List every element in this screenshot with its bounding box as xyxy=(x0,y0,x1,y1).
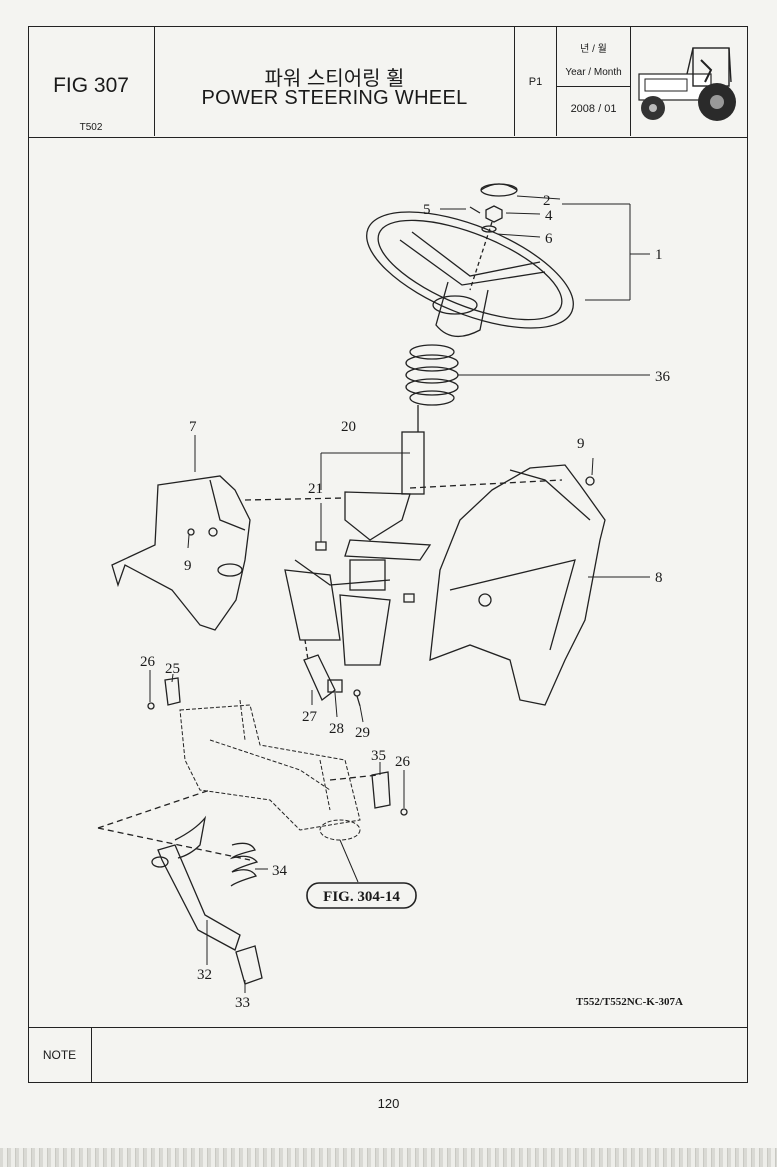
date-label-english: Year / Month xyxy=(565,67,622,78)
callout-35: 35 xyxy=(371,748,386,764)
page-code: P1 xyxy=(528,76,543,88)
callout-33: 33 xyxy=(235,995,250,1011)
page-code-cell: P1 xyxy=(515,26,557,136)
bolt xyxy=(400,808,408,816)
callout-21: 21 xyxy=(308,481,323,497)
title-english: POWER STEERING WHEEL xyxy=(201,87,468,109)
callout-9-right: 9 xyxy=(577,436,585,452)
callout-20: 20 xyxy=(341,419,356,435)
drawing-code: T552/T552NC-K-307A xyxy=(576,996,683,1008)
nut xyxy=(485,205,503,223)
exploded-parts-diagram: 1 2 4 5 6 36 7 20 9 21 9 8 26 25 27 28 2… xyxy=(97,183,671,1011)
small-plate xyxy=(164,677,181,706)
callout-34: 34 xyxy=(272,863,288,879)
steering-column xyxy=(284,405,432,666)
tractor-icon xyxy=(638,47,736,121)
title-cell: 파워 스티어링 휠 POWER STEERING WHEEL xyxy=(155,26,515,136)
callout-7: 7 xyxy=(189,419,197,435)
steering-boot xyxy=(405,344,459,406)
pedal-pad xyxy=(235,945,263,985)
small-plate xyxy=(371,771,391,809)
brake-pedal xyxy=(151,815,241,951)
return-spring xyxy=(229,842,259,887)
bolt xyxy=(585,476,595,486)
date-cell: 년 / 월 Year / Month 2008 / 01 xyxy=(557,26,631,136)
figure-number: FIG 307 xyxy=(53,74,129,97)
bolt xyxy=(147,702,155,710)
callout-2: 2 xyxy=(543,193,551,209)
callout-25: 25 xyxy=(165,661,180,677)
callout-29: 29 xyxy=(355,725,370,741)
center-cap xyxy=(480,183,518,197)
note-row: NOTE xyxy=(28,1027,748,1083)
tractor-thumbnail-cell xyxy=(631,26,748,136)
page-number: 120 xyxy=(377,1096,400,1111)
steering-wheel xyxy=(366,211,574,337)
callout-26-right: 26 xyxy=(395,754,411,770)
callout-28: 28 xyxy=(329,721,344,737)
right-column-cover xyxy=(429,464,606,706)
date-value: 2008 / 01 xyxy=(570,103,617,115)
callout-4: 4 xyxy=(545,208,553,224)
callout-8: 8 xyxy=(655,570,663,586)
title-block: FIG 307 T502 파워 스티어링 휠 POWER STEERING WH… xyxy=(28,26,748,138)
note-label: NOTE xyxy=(28,1028,92,1082)
model-code: T502 xyxy=(79,122,103,133)
callout-5: 5 xyxy=(423,202,431,218)
bracket-plate xyxy=(303,654,361,707)
pedal-bracket-assembly xyxy=(179,699,361,841)
figure-reference-label: FIG. 304-14 xyxy=(323,889,400,905)
callout-6: 6 xyxy=(545,231,553,247)
left-column-cover xyxy=(111,475,251,631)
title-korean: 파워 스티어링 휠 xyxy=(264,68,405,90)
date-divider xyxy=(557,86,630,87)
figure-reference[interactable]: FIG. 304-14 xyxy=(306,882,417,909)
page-frame xyxy=(28,26,748,1083)
callout-32: 32 xyxy=(197,967,212,983)
bushing xyxy=(403,593,415,603)
callout-36: 36 xyxy=(655,369,671,385)
callout-9-left: 9 xyxy=(184,558,192,574)
date-label-korean: 년 / 월 xyxy=(580,44,607,55)
scan-edge xyxy=(0,1148,777,1167)
callout-1: 1 xyxy=(655,247,663,263)
pin xyxy=(469,206,481,214)
callout-26-left: 26 xyxy=(140,654,156,670)
figure-number-cell: FIG 307 T502 xyxy=(28,26,155,136)
callout-27: 27 xyxy=(302,709,318,725)
bushing xyxy=(315,541,327,551)
